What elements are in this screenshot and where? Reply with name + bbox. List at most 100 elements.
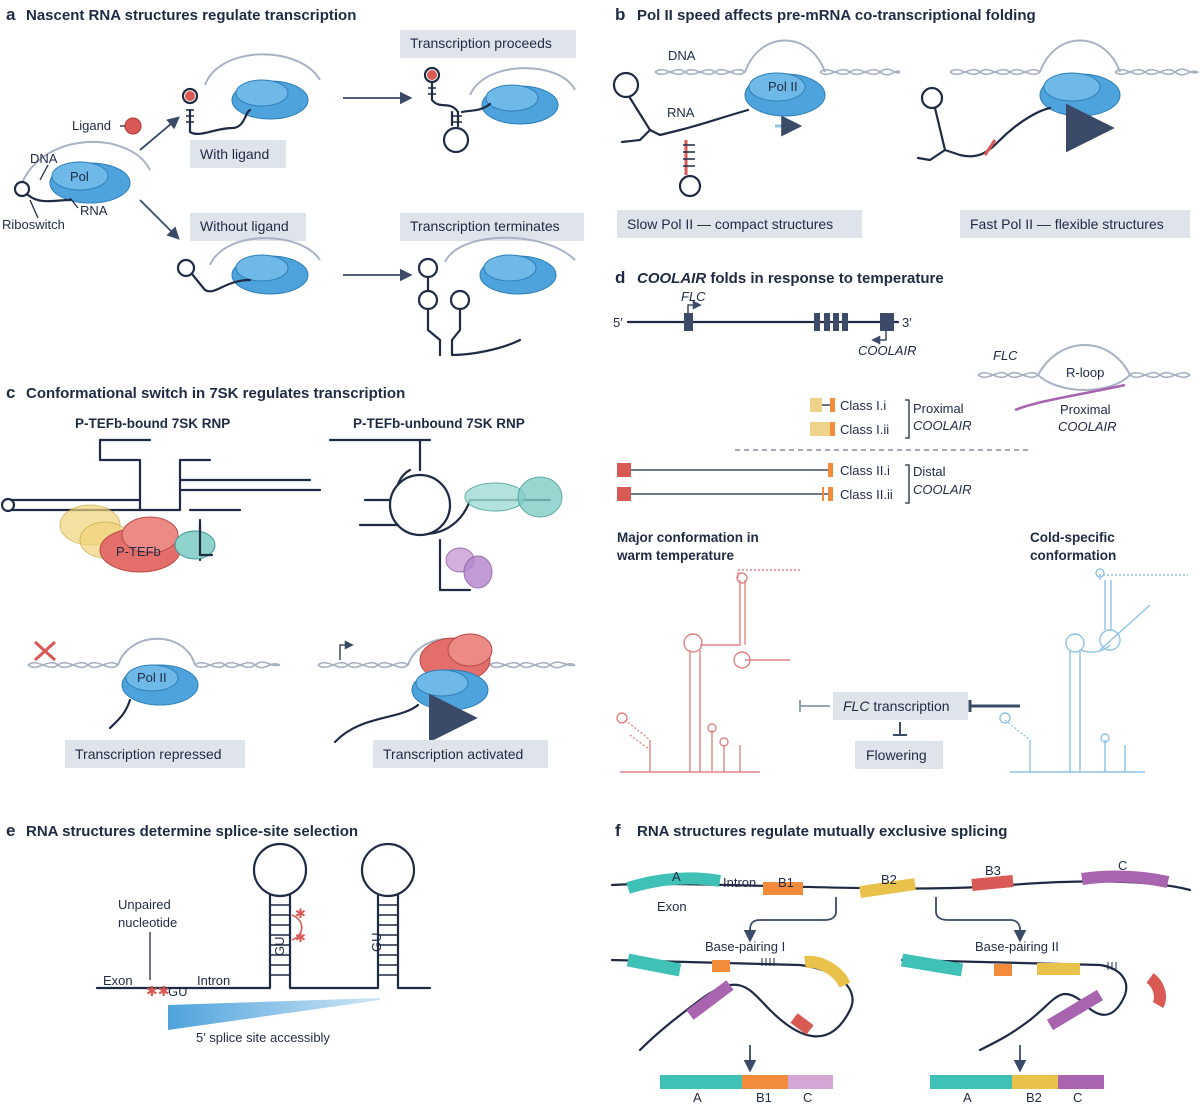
class-2ii-label: Class II.ii [840,487,893,502]
panel-e-letter: e [6,821,15,840]
activated-diagram: Transcription activated [317,633,576,768]
mrna-product-1: A B1 C [660,1075,833,1105]
class-2i-label: Class II.i [840,463,890,478]
warm-conformation [616,569,800,773]
bp2-label: Base-pairing II [975,939,1059,954]
distal-label: Distal [913,464,946,479]
panel-a-letter: a [6,5,16,24]
f-label-b1: B1 [778,875,794,890]
pol2-label-b: Pol II [768,79,798,94]
transcription-proceeds-complex: Transcription proceeds [400,30,576,154]
flc-transcription-label: FLC transcription [843,698,950,714]
warm-title-2: warm temperature [616,548,735,563]
rloop-proximal-label: Proximal [1060,402,1111,417]
ptefb-label: P-TEFb [116,544,161,559]
panel-e: e RNA structures determine splice-site s… [6,821,432,1045]
class-1i-label: Class I.i [840,398,886,413]
proximal-label: Proximal [913,401,964,416]
f-label-a: A [672,869,681,884]
ligand-dot [124,117,142,135]
cold-title-2: conformation [1030,548,1116,563]
base-pairing-2: Base-pairing II [900,939,1166,1052]
bound-7sk-structure: P-TEFb [0,438,322,573]
f-intron-label: Intron [723,875,756,890]
intron-label-e: Intron [197,973,230,988]
initial-polymerase-complex: Pol DNA RNA Riboswitch Ligand [2,117,151,232]
bound-7sk-title: P-TEFb-bound 7SK RNP [75,416,230,431]
proceeds-box [400,30,576,58]
panel-f-title: RNA structures regulate mutually exclusi… [637,823,1007,840]
rloop-diagram: FLC R-loop Proximal COOLAIR [977,344,1191,434]
cold-conformation [999,568,1188,773]
f-label-c: C [1118,858,1127,873]
terminates-label: Transcription terminates [410,218,560,234]
out1-c-label: C [803,1090,812,1105]
panel-d-title-italic: COOLAIR [637,270,706,287]
terminates-box [400,213,584,241]
dna-label: DNA [30,151,58,166]
flc-italic: FLC [843,698,870,714]
coolair-label: COOLAIR [858,343,917,358]
panel-d-letter: d [615,268,625,287]
f-label-b2: B2 [881,872,897,887]
class-1ii-label: Class I.ii [840,422,889,437]
rloop-coolair-label: COOLAIR [1058,419,1117,434]
repressed-label: Transcription repressed [75,746,222,762]
f-exon-label: Exon [657,899,687,914]
bp1-label: Base-pairing I [705,939,785,954]
stem-star-2: ✱ [295,930,306,945]
warm-title-1: Major conformation in [617,530,759,545]
base-pairing-1: Base-pairing I [610,939,854,1052]
unbound-7sk-structure [328,438,563,592]
three-prime-label: 3′ [902,315,912,330]
transcription-terminates-complex: Transcription terminates [400,213,584,357]
five-prime-label: 5′ [613,315,623,330]
flowering-box [855,741,943,769]
unpaired-label-2: nucleotide [118,915,177,930]
proceeds-label: Transcription proceeds [410,35,552,51]
without-ligand-label: Without ligand [200,218,289,234]
distal-coolair-label: COOLAIR [913,482,972,497]
fast-pol2-diagram: Fast Pol II — flexible structures [916,39,1199,238]
with-ligand-complex: With ligand [181,53,321,168]
slow-label: Slow Pol II — compact structures [627,216,833,232]
panel-a: a Nascent RNA structures regulate transc… [2,5,584,357]
with-ligand-box [190,140,286,168]
panel-f-letter: f [615,821,621,840]
fast-box [960,210,1190,238]
exon-label-e: Exon [103,973,133,988]
flc-label: FLC [681,289,706,304]
accessibility-label: 5′ splice site accessibly [196,1030,330,1045]
repressed-box [65,740,245,768]
riboswitch-loop [13,180,31,198]
unbound-7sk-title: P-TEFb-unbound 7SK RNP [353,416,525,431]
panel-b-letter: b [615,5,625,24]
out2-c-label: C [1073,1090,1082,1105]
rloop-flc-label: FLC [993,348,1018,363]
f-label-b3: B3 [985,863,1001,878]
slow-pol2-diagram: DNA Pol II RNA Slow Pol II — compact str… [612,39,901,238]
cold-title-1: Cold-specific [1030,530,1115,545]
flc-rest: transcription [869,698,949,714]
panel-d: d COOLAIR folds in response to temperatu… [613,268,1191,773]
pre-mrna: A Exon Intron B1 B2 B3 C [610,858,1192,914]
stem-star-1: ✱ [295,906,306,921]
unpaired-stars: ✱✱ [146,983,169,999]
repressed-diagram: Pol II Transcription repressed [27,637,281,768]
with-ligand-label: With ligand [200,146,269,162]
ligand-label: Ligand [72,118,111,133]
without-ligand-box [190,213,306,241]
arrow-to-with-ligand [139,116,180,151]
pol-label: Pol [70,169,89,184]
gu-stem1-label: GU [272,937,287,957]
flc-transcription-box [833,692,968,720]
gu-stem2-label: GU [369,933,384,953]
out2-a-label: A [963,1090,972,1105]
slow-box [617,210,862,238]
accessibility-wedge [168,998,380,1030]
panel-f: f RNA structures regulate mutually exclu… [610,821,1192,1105]
panel-c-letter: c [6,383,15,402]
flowering-label: Flowering [866,747,927,763]
without-ligand-complex: Without ligand [176,213,321,295]
panel-d-title: COOLAIR folds in response to temperature [637,270,944,287]
